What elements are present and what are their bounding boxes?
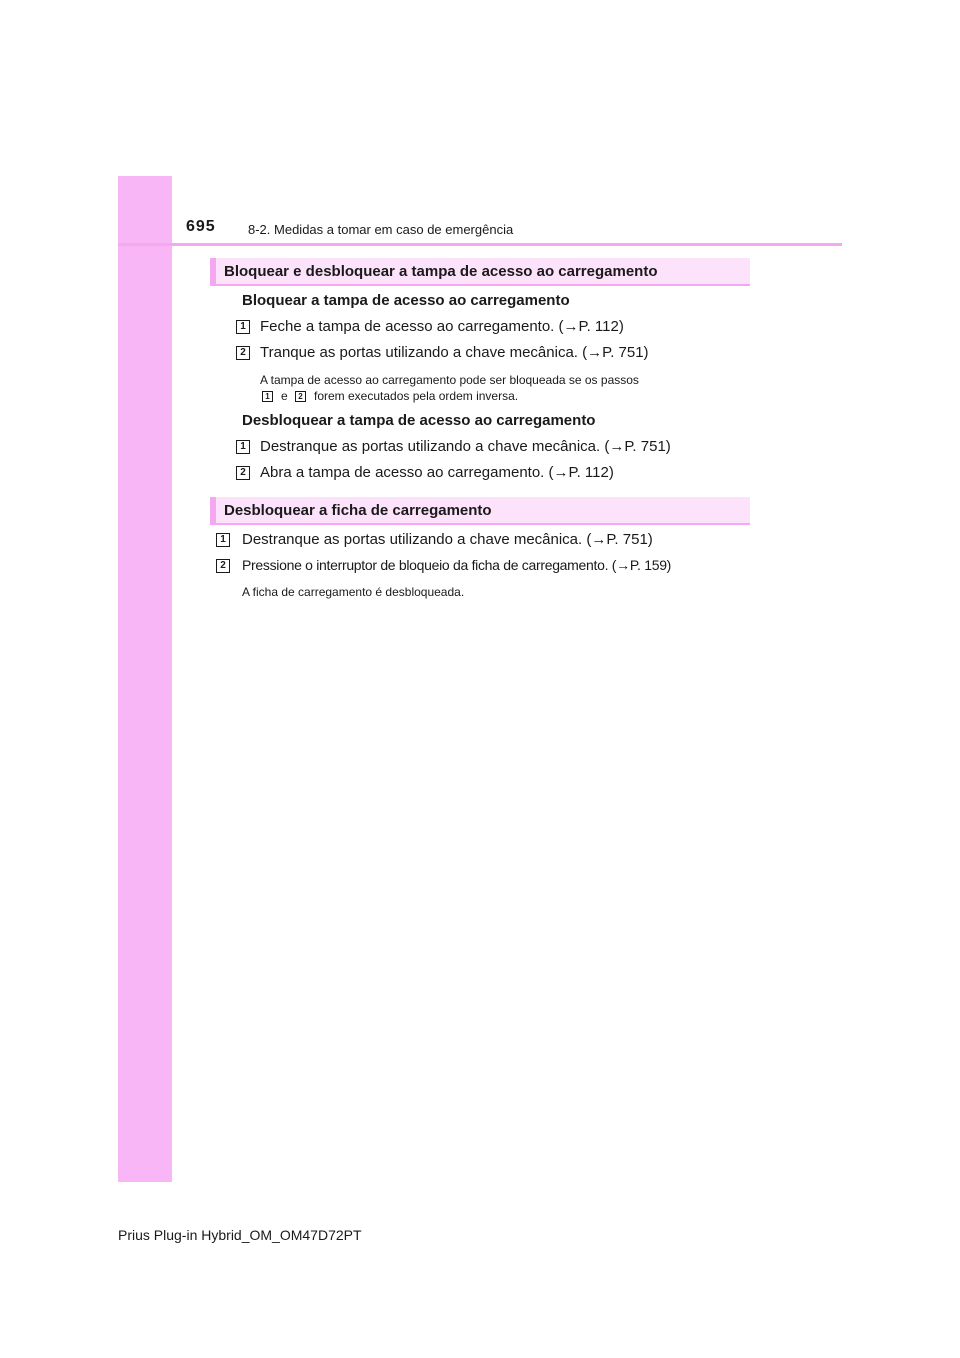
unlock-step-text: Destranque as portas utilizando a chave … xyxy=(260,438,671,455)
plug-step-text: Destranque as portas utilizando a chave … xyxy=(242,531,653,548)
lock-step-text: Tranque as portas utilizando a chave mec… xyxy=(260,344,649,361)
section-heading-lock: Bloquear e desbloquear a tampa de acesso… xyxy=(210,258,750,286)
note-step-ref: 1 xyxy=(262,391,273,402)
step-number: 2 xyxy=(216,559,230,573)
unlock-step-text: Abra a tampa de acesso ao carregamento. … xyxy=(260,464,614,481)
section-heading-plug: Desbloquear a ficha de carregamento xyxy=(210,497,750,525)
manual-id-footer: Prius Plug-in Hybrid_OM_OM47D72PT xyxy=(118,1227,362,1243)
section-heading-plug-text: Desbloquear a ficha de carregamento xyxy=(224,502,492,519)
lock-subheading: Bloquear a tampa de acesso ao carregamen… xyxy=(242,292,570,309)
side-tab-bar xyxy=(118,176,172,1182)
plug-note: A ficha de carregamento é desbloqueada. xyxy=(242,585,465,599)
step-number: 2 xyxy=(236,466,250,480)
section-heading-lock-text: Bloquear e desbloquear a tampa de acesso… xyxy=(224,263,658,280)
step-number: 1 xyxy=(236,440,250,454)
unlock-subheading: Desbloquear a tampa de acesso ao carrega… xyxy=(242,412,596,429)
step-number: 1 xyxy=(216,533,230,547)
note-conjunction: e xyxy=(281,389,288,403)
plug-step-text: Pressione o interruptor de bloqueio da f… xyxy=(242,557,672,573)
lock-note-line2: forem executados pela ordem inversa. xyxy=(314,389,519,403)
note-step-ref: 2 xyxy=(295,391,306,402)
lock-step-text: Feche a tampa de acesso ao carregamento.… xyxy=(260,318,624,335)
header-rule xyxy=(118,243,842,246)
step-number: 1 xyxy=(236,320,250,334)
lock-note-line1: A tampa de acesso ao carregamento pode s… xyxy=(260,373,639,387)
step-number: 2 xyxy=(236,346,250,360)
page-number: 695 xyxy=(186,218,216,235)
section-path: 8-2. Medidas a tomar em caso de emergênc… xyxy=(248,222,514,237)
